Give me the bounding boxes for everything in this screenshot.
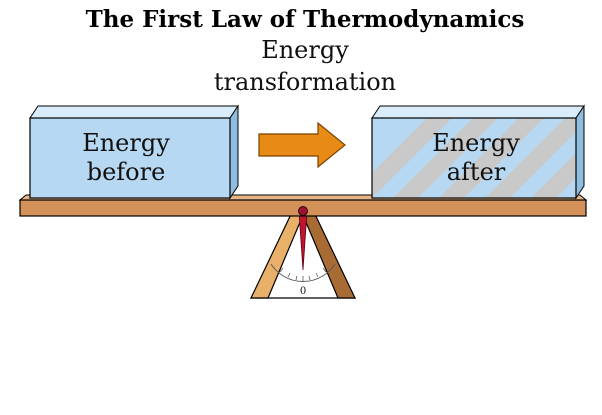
energy-after-box: Energy after xyxy=(371,104,585,200)
energy-before-box: Energy before xyxy=(29,104,239,200)
pivot-knob xyxy=(298,206,308,216)
after-box-outline xyxy=(371,117,577,199)
transformation-arrow xyxy=(258,121,346,169)
after-box-side xyxy=(575,104,585,200)
subtitle-line-1: Energy xyxy=(261,36,349,64)
before-box-side xyxy=(229,104,239,200)
after-box-line-2: after xyxy=(447,158,506,186)
diagram-title: The First Law of Thermodynamics xyxy=(86,6,525,33)
before-box-top xyxy=(29,105,239,119)
gauge-zero-label: 0 xyxy=(300,286,306,297)
after-box-top xyxy=(371,105,585,119)
gauge-scale-arc xyxy=(270,263,336,282)
before-box-line-2: before xyxy=(87,158,166,186)
after-box-line-1: Energy xyxy=(432,129,520,157)
fulcrum-stand: 0 xyxy=(249,206,357,299)
gauge-ticks xyxy=(270,263,336,282)
before-box-front xyxy=(29,117,231,199)
after-box-stripes xyxy=(372,118,576,198)
subtitle-line-2: transformation xyxy=(214,68,396,96)
before-box-line-1: Energy xyxy=(82,129,170,157)
